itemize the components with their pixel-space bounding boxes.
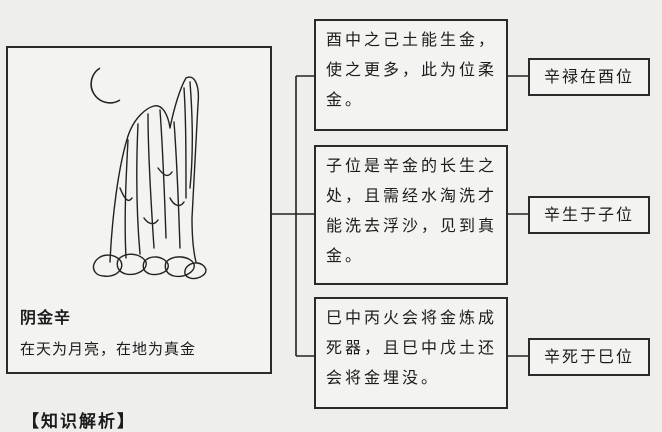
illustration-panel: 阴金辛 在天为月亮，在地为真金: [6, 46, 272, 374]
panel-title: 阴金辛: [20, 308, 72, 327]
label-box-2: 辛生于子位: [528, 196, 650, 234]
info-box-1: 酉中之己土能生金，使之更多，此为位柔金。: [314, 19, 508, 131]
label-box-3: 辛死于巳位: [528, 338, 650, 376]
info-box-2-text: 子位是辛金的长生之处，且需经水淘洗才能洗去浮沙，见到真金。: [326, 156, 498, 265]
section-heading: 【知识解析】: [22, 412, 136, 432]
info-box-3-text: 巳中丙火会将金炼成死器，且巳中戊土还会将金埋没。: [326, 308, 498, 387]
connector-trunk: [270, 75, 314, 357]
info-box-2: 子位是辛金的长生之处，且需经水淘洗才能洗去浮沙，见到真金。: [314, 145, 508, 285]
panel-subtitle: 在天为月亮，在地为真金: [20, 340, 197, 358]
label-box-1: 辛禄在酉位: [528, 58, 650, 96]
crescent-moon-icon: [90, 67, 121, 104]
info-box-3: 巳中丙火会将金炼成死器，且巳中戊土还会将金埋没。: [314, 297, 508, 409]
rock-icon: [109, 76, 200, 263]
info-box-1-text: 酉中之己土能生金，使之更多，此为位柔金。: [326, 30, 498, 109]
moon-and-rock-illustration: [90, 67, 207, 280]
gold-nuggets-icon: [92, 253, 207, 280]
